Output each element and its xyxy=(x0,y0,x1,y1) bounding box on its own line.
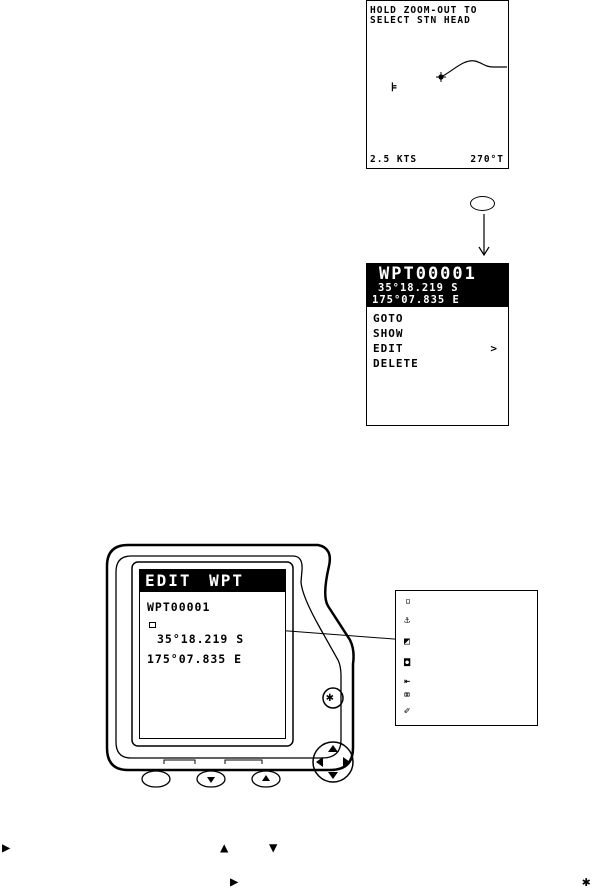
menu-waypoint-title: WPT00001 xyxy=(379,264,477,284)
device-inner-outline xyxy=(115,555,342,759)
waypoint-flag-icon: ⊧ xyxy=(391,80,399,94)
screen-bezel xyxy=(131,561,294,747)
down-arrow-icon-text: ▼ xyxy=(269,840,278,856)
plotter-screen: HOLD ZOOM-OUT TO SELECT STN HEAD ⊧ 2.5 K… xyxy=(366,0,509,169)
right-arrow-icon-2: ▶ xyxy=(230,874,239,890)
symbol-box-icon[interactable]: ◘ xyxy=(404,658,411,669)
waypoint-symbol-icon[interactable] xyxy=(149,622,156,628)
device-outline xyxy=(105,543,355,772)
right-arrow-icon: ▶ xyxy=(2,840,11,856)
edit-waypoint-name[interactable]: WPT00001 xyxy=(147,600,211,614)
waypoint-menu-screen: WPT00001 35°18.219 S 175°07.835 E GOTO S… xyxy=(366,263,509,426)
edit-header: EDIT WPT xyxy=(140,570,285,592)
soft-key-icon xyxy=(470,196,495,211)
symbol-anchor-icon[interactable]: ⚓ xyxy=(404,615,411,626)
heading-readout: 270°T xyxy=(470,154,504,165)
star-key-icon[interactable]: ✱ xyxy=(326,690,334,705)
dpad-right-icon xyxy=(343,757,350,767)
menu-item-delete[interactable]: DELETE xyxy=(373,357,419,370)
menu-latitude: 35°18.219 S xyxy=(378,282,459,294)
menu-longitude: 175°07.835 E xyxy=(372,294,460,306)
symbol-selection-panel: ▫ ⚓ ◩ ◘ ⇤ ⌧ ✐ xyxy=(395,590,538,726)
softkey-up xyxy=(251,770,281,788)
symbol-square-icon[interactable]: ▫ xyxy=(405,596,412,607)
symbol-diver-icon[interactable]: ✐ xyxy=(404,706,411,717)
edit-latitude[interactable]: 35°18.219 S xyxy=(157,632,245,646)
up-arrow-icon: ▲ xyxy=(220,840,229,856)
edit-longitude[interactable]: 175°07.835 E xyxy=(147,652,243,666)
plot-track-graphic xyxy=(436,60,507,82)
speed-readout: 2.5 KTS xyxy=(370,154,418,165)
menu-header: WPT00001 35°18.219 S 175°07.835 E xyxy=(367,264,508,307)
softkey-bracket-left xyxy=(163,759,196,764)
direction-pad xyxy=(312,741,354,783)
track-line xyxy=(440,60,507,78)
softkey-left xyxy=(141,770,171,788)
plot-instruction-line-1: HOLD ZOOM-OUT TO xyxy=(370,5,478,16)
plot-instruction-line-2: SELECT STN HEAD xyxy=(370,15,471,26)
star-key xyxy=(322,687,344,709)
symbol-crossed-icon[interactable]: ⌧ xyxy=(404,690,411,701)
edit-title: EDIT WPT xyxy=(145,571,245,590)
symbol-fish-icon[interactable]: ⇤ xyxy=(404,676,411,687)
chevron-right-icon: > xyxy=(490,342,498,355)
dpad-down-icon xyxy=(328,772,338,779)
down-arrow-icon xyxy=(478,214,490,257)
softkey-down xyxy=(196,770,226,788)
dpad-up-icon xyxy=(328,745,338,752)
symbol-flag-icon[interactable]: ◩ xyxy=(404,636,411,647)
menu-item-goto[interactable]: GOTO xyxy=(373,312,404,325)
softkey-down-icon xyxy=(207,777,215,783)
softkey-up-icon xyxy=(262,775,270,781)
menu-item-edit[interactable]: EDIT xyxy=(373,342,404,355)
menu-item-show[interactable]: SHOW xyxy=(373,327,404,340)
star-icon: ✱ xyxy=(582,874,591,890)
dpad-left-icon xyxy=(316,757,323,767)
softkey-bracket-right xyxy=(224,759,263,764)
edit-waypoint-screen: EDIT WPT WPT00001 35°18.219 S 175°07.835… xyxy=(139,569,286,739)
